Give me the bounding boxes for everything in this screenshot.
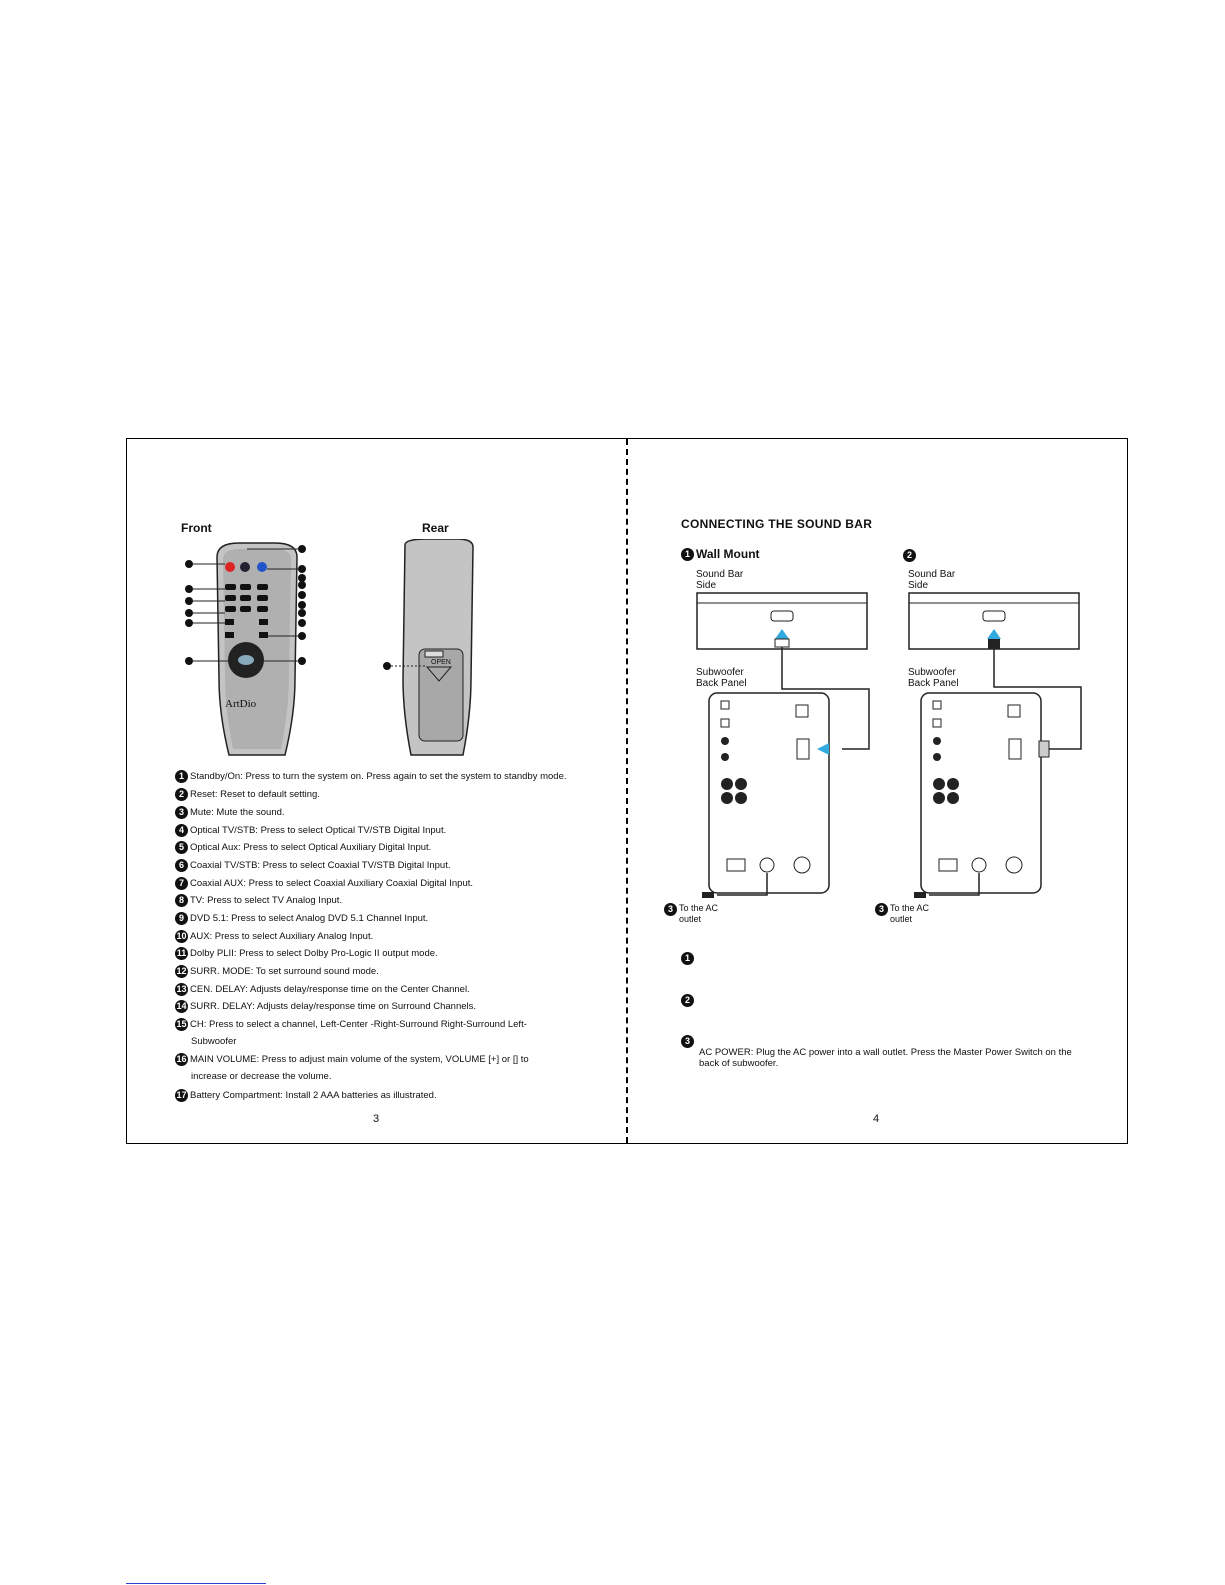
connection-diagram-1 — [696, 592, 870, 898]
connection-diagram-2 — [908, 592, 1082, 898]
footer-link-underline — [126, 1583, 266, 1584]
label-subwoofer-back-panel: Subwoofer Back Panel — [908, 667, 959, 689]
front-label: Front — [181, 521, 212, 535]
remote-rear-illustration: OPEN — [383, 539, 474, 756]
section-heading: CONNECTING THE SOUND BAR — [681, 517, 873, 531]
step-1: 1 — [681, 950, 696, 968]
page-number-right: 4 — [873, 1113, 880, 1125]
remote-front-illustration: ArtDio — [185, 542, 306, 756]
rear-label: Rear — [422, 521, 449, 535]
step-3-marker: 3 — [681, 1033, 696, 1051]
diagram-2-title: 2 — [903, 547, 918, 565]
open-label: OPEN — [431, 659, 451, 666]
list-item-continuation: Subwoofer — [191, 1036, 237, 1047]
fold-line — [626, 439, 628, 1143]
step-3-text: AC POWER: Plug the AC power into a wall … — [699, 1047, 1072, 1069]
step-2: 2 — [681, 992, 696, 1010]
manual-spread: Front Rear ArtDio — [126, 438, 1128, 1144]
label-subwoofer-back-panel: Subwoofer Back Panel — [696, 667, 747, 689]
label-sound-bar-side: Sound Bar Side — [696, 569, 744, 591]
page-number-left: 3 — [373, 1113, 380, 1125]
list-item-continuation: increase or decrease the volume. — [191, 1071, 332, 1082]
label-sound-bar-side: Sound Bar Side — [908, 569, 956, 591]
remote-brand: ArtDio — [225, 698, 257, 710]
